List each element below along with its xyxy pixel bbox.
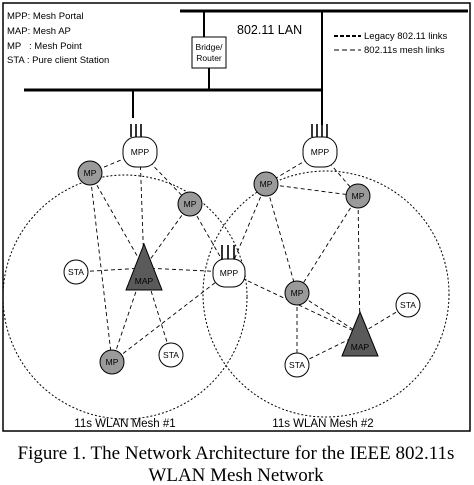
link (111, 271, 230, 363)
sta-label: STA (163, 350, 179, 360)
map-node (341, 310, 379, 357)
mpp-left-label: MPP (131, 147, 150, 157)
link (265, 183, 359, 197)
mesh-link-label: 802.11s mesh links (364, 45, 445, 56)
mpp-center-node (212, 258, 246, 288)
link (143, 203, 191, 269)
bridge-label-line2: Router (196, 53, 222, 63)
sta-label: STA (400, 300, 416, 310)
bridge-label-line1: Bridge/ (196, 42, 224, 52)
map-label: MAP (351, 342, 370, 352)
map-node (125, 242, 163, 291)
sta-node (63, 259, 89, 285)
mpp-left-node (122, 136, 158, 168)
sta-label: STA (289, 360, 305, 370)
bridge-router-box (191, 36, 227, 69)
link (265, 183, 298, 294)
sta-node (395, 292, 421, 318)
mpp-right-node (302, 136, 338, 168)
link (89, 172, 145, 269)
link (75, 267, 145, 273)
link (89, 172, 113, 363)
legend-item-map: MAP: Mesh AP (7, 26, 71, 37)
link (296, 292, 361, 335)
lan-label: 802.11 LAN (237, 23, 302, 37)
mesh-1-label: 11s WLAN Mesh #1 (74, 418, 175, 430)
mp-node (345, 183, 371, 209)
mp-label: MP (106, 357, 119, 367)
antennas (130, 124, 328, 259)
link (139, 151, 145, 269)
link (296, 195, 359, 294)
link (139, 151, 191, 205)
link (357, 195, 361, 335)
link (111, 267, 145, 363)
mpp-center-label: MPP (220, 268, 239, 278)
link (143, 267, 172, 356)
mpp-right-label: MPP (311, 147, 330, 157)
sta-node (284, 352, 310, 378)
mesh-1-boundary (2, 174, 248, 420)
figure-caption-line2: WLAN Mesh Network (148, 465, 324, 485)
mp-label: MP (84, 168, 97, 178)
figure-caption-line1: Figure 1. The Network Architecture for t… (18, 443, 455, 464)
mp-node (99, 349, 125, 375)
mp-label: MP (291, 288, 304, 298)
mp-node (177, 191, 203, 217)
legend-item-sta: STA : Pure client Station (7, 55, 109, 66)
mp-node (284, 280, 310, 306)
sta-node (158, 342, 184, 368)
mp-label: MP (352, 191, 365, 201)
diagram-frame (2, 2, 471, 432)
legacy-link-label: Legacy 802.11 links (364, 31, 448, 42)
mp-node (77, 160, 103, 186)
mp-label: MP (184, 199, 197, 209)
sta-label: STA (68, 267, 84, 277)
map-label: MAP (135, 276, 154, 286)
link (228, 183, 267, 273)
mp-node (253, 171, 279, 197)
legend-item-mpp: MPP: Mesh Portal (7, 11, 84, 22)
mesh-2-boundary (202, 170, 450, 418)
mp-label: MP (260, 179, 273, 189)
legend-item-mp: MP : Mesh Point (7, 41, 82, 52)
mesh-2-label: 11s WLAN Mesh #2 (272, 418, 373, 430)
